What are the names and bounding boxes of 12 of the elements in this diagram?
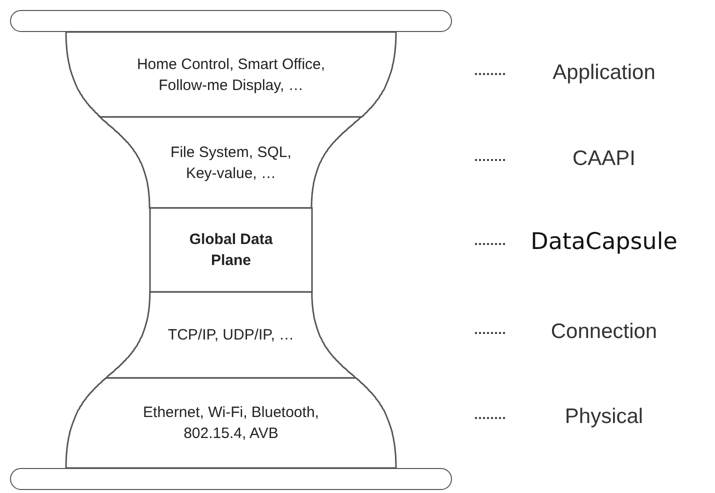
layer-text: Global Data Plane bbox=[188, 230, 274, 271]
layer-text: Ethernet, Wi-Fi, Bluetooth, 802.15.4, AVB bbox=[142, 403, 320, 444]
layer-label: Physical bbox=[564, 405, 644, 429]
layer-label: DataCapsule bbox=[530, 229, 678, 255]
layer-text: File System, SQL, Key-value, … bbox=[170, 142, 292, 184]
layer-label: Application bbox=[552, 61, 656, 85]
layer-label: Connection bbox=[550, 320, 658, 344]
layer-label: CAAPI bbox=[572, 147, 636, 171]
layer-text: Home Control, Smart Office, Follow-me Display, … bbox=[136, 54, 326, 96]
base-bar bbox=[10, 10, 452, 32]
base-bar bbox=[10, 468, 452, 490]
layer-text: TCP/IP, UDP/IP, … bbox=[166, 326, 296, 346]
